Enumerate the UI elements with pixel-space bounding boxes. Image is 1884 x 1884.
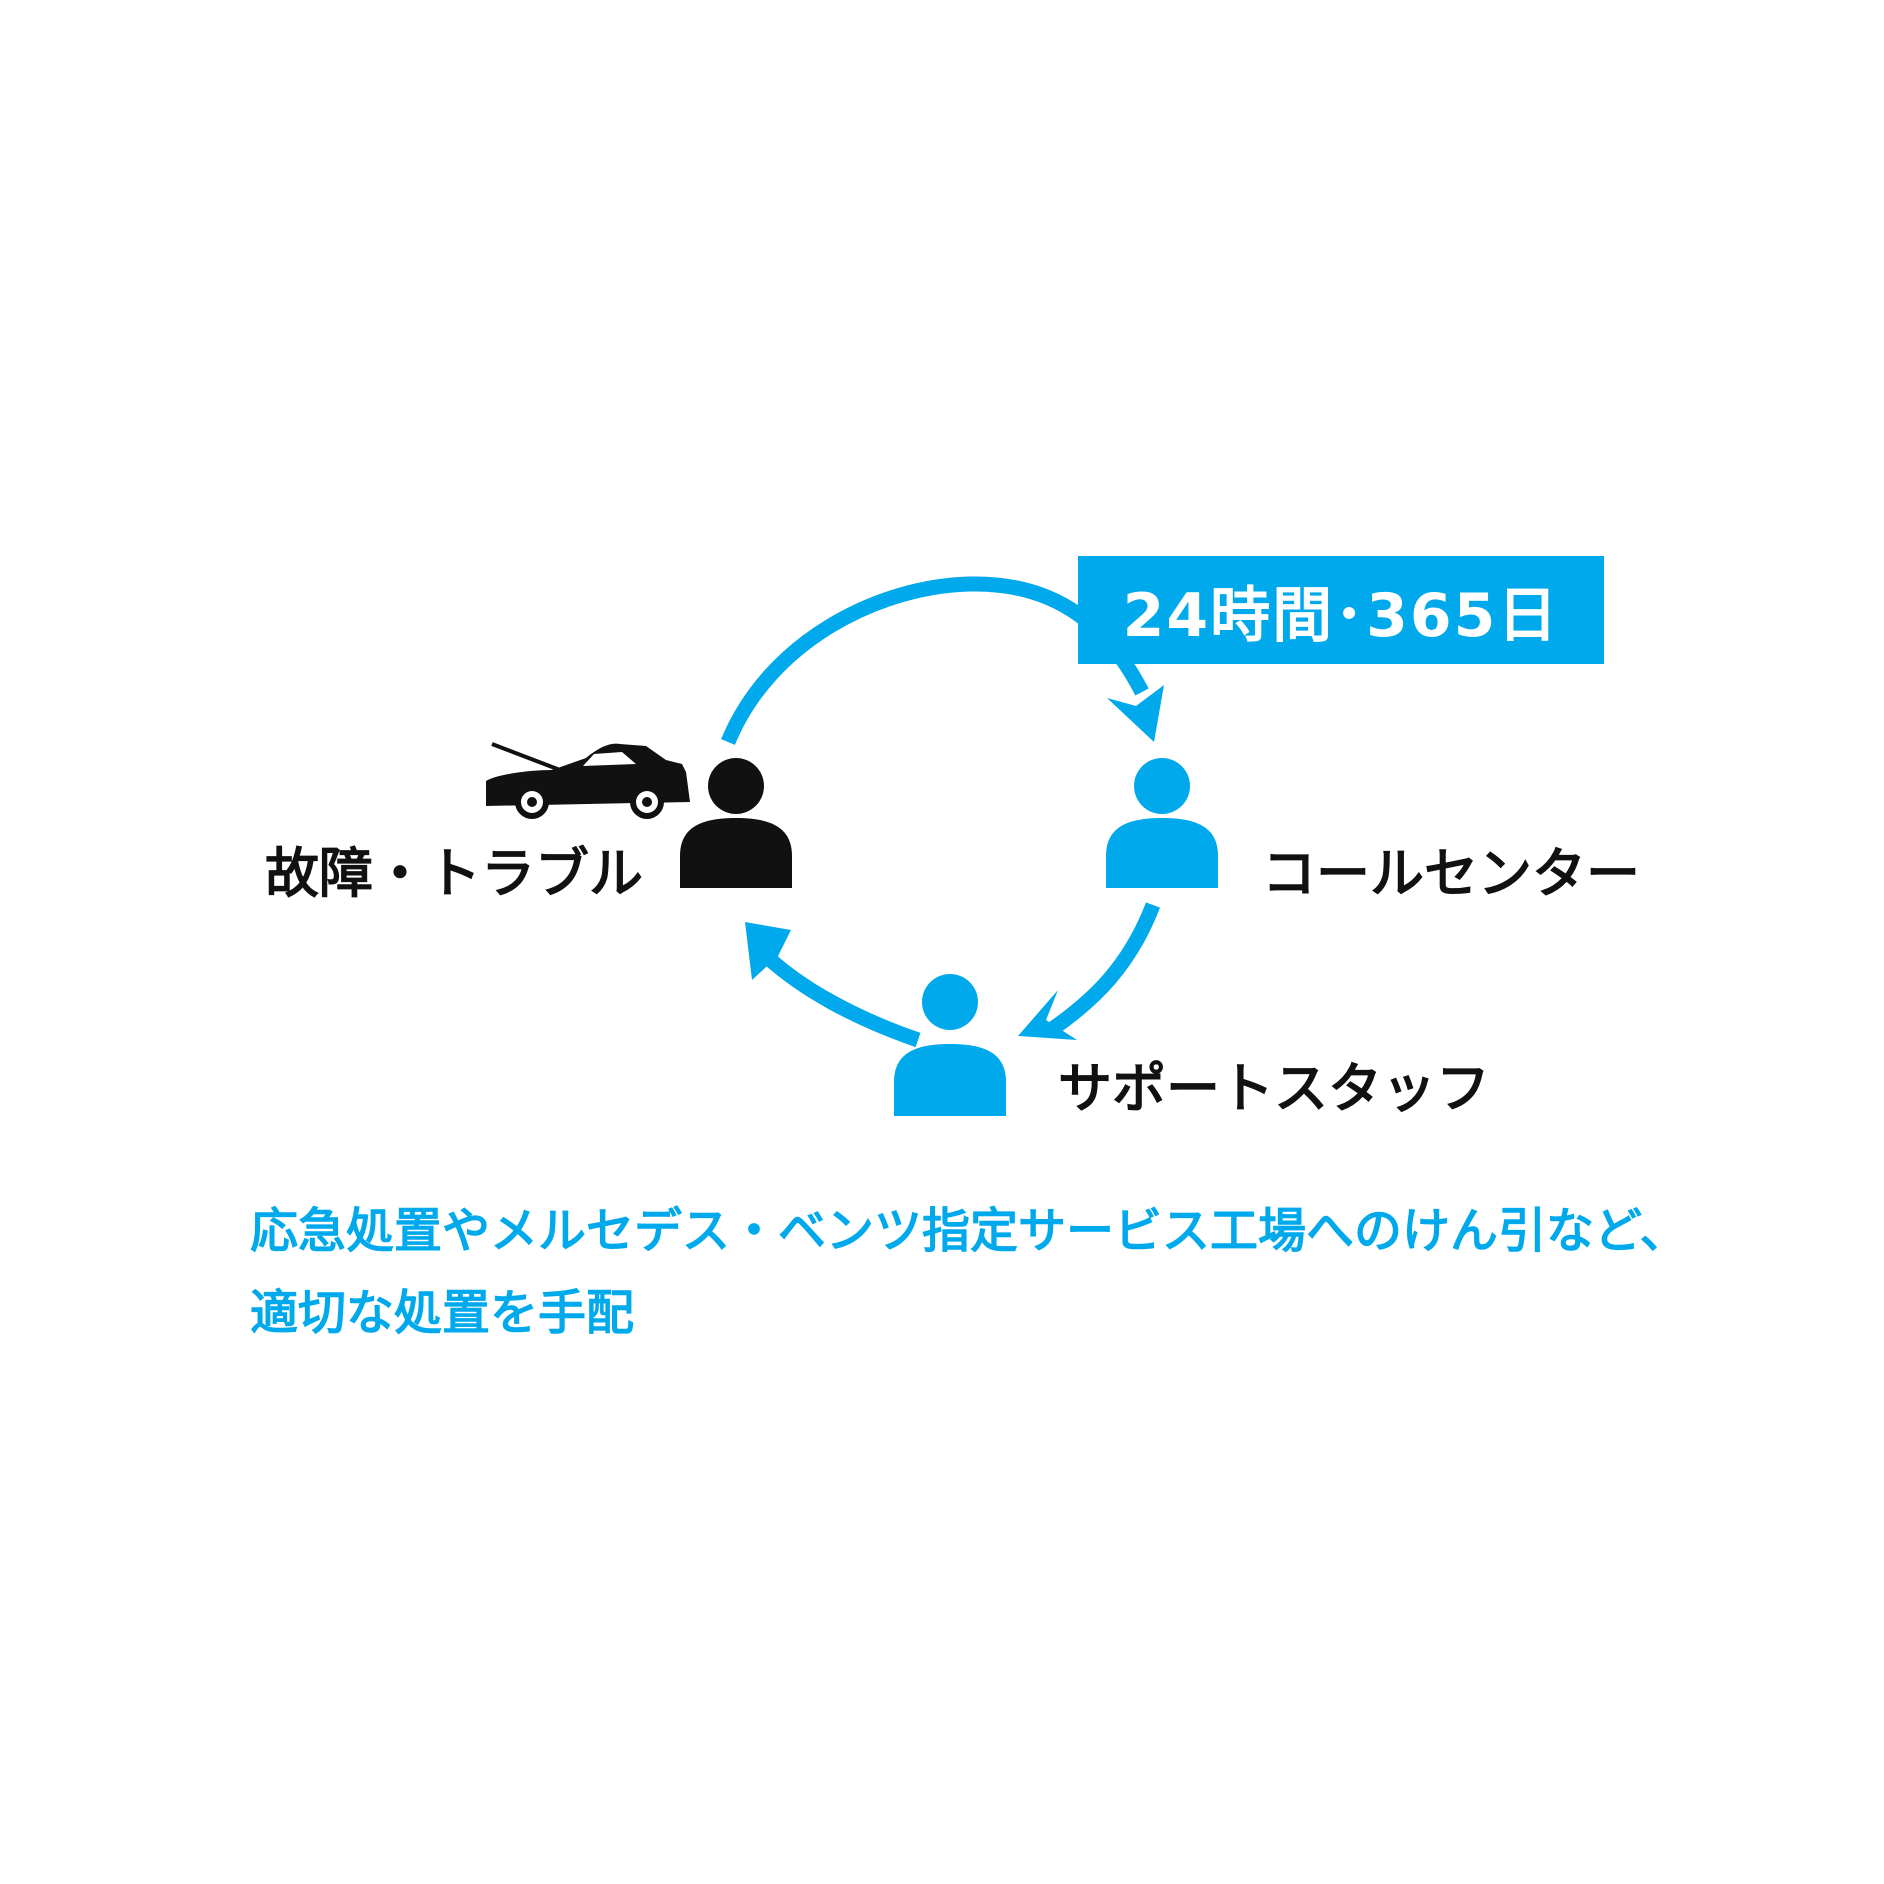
caption-line-1: 応急処置やメルセデス・ベンツ指定サービス工場へのけん引など、 bbox=[250, 1203, 1688, 1259]
call-center-label: コールセンター bbox=[1262, 842, 1640, 905]
support-staff-label: サポートスタッフ bbox=[1058, 1057, 1490, 1120]
arrowhead-support-icon bbox=[1018, 990, 1077, 1040]
arrowhead-callcenter-icon bbox=[1107, 685, 1164, 742]
car-hood-open-icon bbox=[486, 742, 690, 819]
arrow-support-to-trouble bbox=[754, 944, 921, 1048]
arrowhead-trouble-icon bbox=[745, 922, 791, 980]
arrow-callcenter-to-support bbox=[1043, 902, 1161, 1039]
availability-badge: 24時間･365日 bbox=[1122, 580, 1560, 651]
trouble-label: 故障・トラブル bbox=[265, 842, 643, 905]
badge-background bbox=[1078, 556, 1604, 664]
person-icon-blue-callcenter bbox=[1106, 758, 1218, 888]
person-icon-blue-support bbox=[894, 974, 1006, 1116]
caption-line-2: 適切な処置を手配 bbox=[250, 1285, 635, 1341]
person-icon-black bbox=[680, 758, 792, 888]
caption: 応急処置やメルセデス・ベンツ指定サービス工場へのけん引など、 適切な処置を手配 bbox=[250, 1190, 1688, 1354]
